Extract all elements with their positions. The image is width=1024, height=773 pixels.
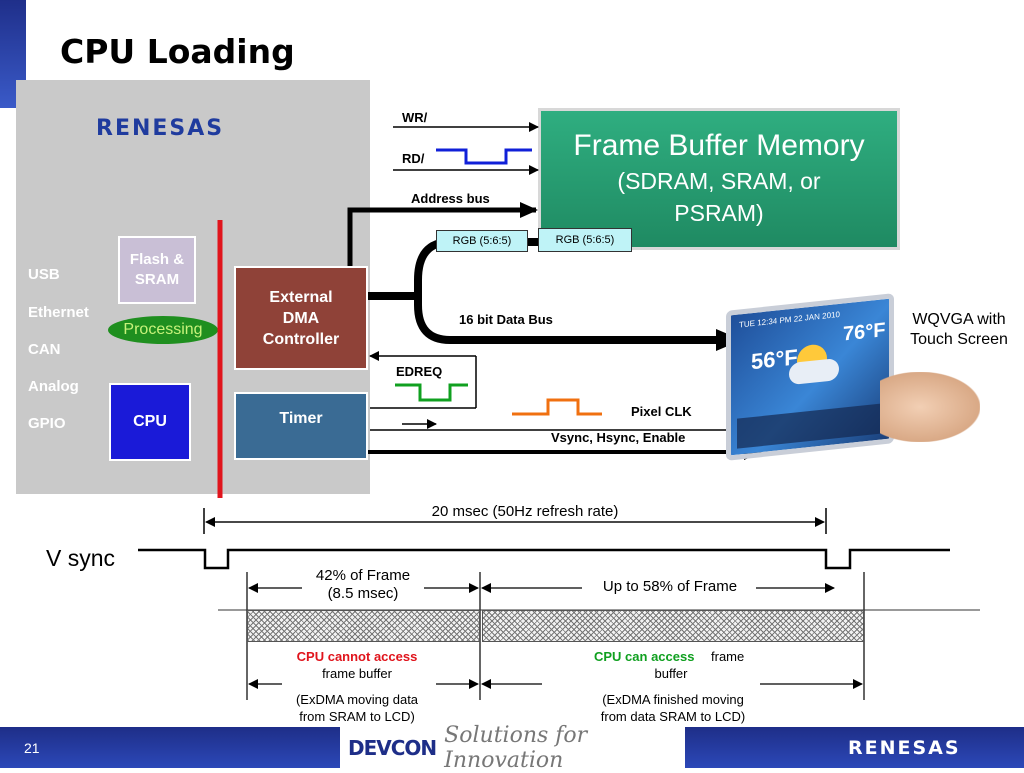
frame-buffer-title: Frame Buffer Memory <box>573 129 865 162</box>
peripheral-analog: Analog <box>28 378 79 395</box>
finger-hand-image <box>880 372 980 442</box>
external-dma-controller-block: External DMA Controller <box>234 266 368 370</box>
cpu-can-access-label: CPU can access <box>594 649 695 664</box>
busy-hatched-bar <box>247 610 480 642</box>
pixel-clk-label: Pixel CLK <box>631 404 692 419</box>
rgb-box-memory-side: RGB (5:6:5) <box>538 228 632 252</box>
peripheral-gpio: GPIO <box>28 415 66 432</box>
display-label: WQVGA with Touch Screen <box>910 311 1008 348</box>
rd-label: RD/ <box>402 151 425 166</box>
timer-block: Timer <box>234 392 368 460</box>
vsync-hsync-enable-label: Vsync, Hsync, Enable <box>551 430 686 445</box>
rgb-box-dma-side: RGB (5:6:5) <box>436 230 528 252</box>
renesas-logo: RENESAS <box>96 116 225 141</box>
wr-label: WR/ <box>402 110 428 125</box>
display-temp-right: 76°F <box>843 319 886 346</box>
cpu-cannot-access-label: CPU cannot access <box>296 649 418 664</box>
busy-note: (ExDMA moving data from SRAM to LCD) <box>295 692 419 724</box>
can-access-rest-1: frame <box>711 649 745 664</box>
period-label: 20 msec (50Hz refresh rate) <box>431 503 619 520</box>
footer-renesas-logo: RENESAS <box>848 737 961 759</box>
devcon-logo: DEVCON <box>348 735 437 760</box>
peripheral-can: CAN <box>28 341 61 358</box>
can-access-rest-2: buffer <box>654 666 688 681</box>
data-bus-label: 16 bit Data Bus <box>459 312 553 327</box>
free-note: (ExDMA finished moving from data SRAM to… <box>600 692 746 724</box>
lcd-display-image: TUE 12:34 PM 22 JAN 2010 56°F 76°F <box>726 293 894 461</box>
footer-brand-area: DEVCON Solutions for Innovation <box>340 723 685 773</box>
free-hatched-bar <box>482 610 864 642</box>
flash-sram-block: Flash & SRAM <box>118 236 196 304</box>
address-bus-label: Address bus <box>411 191 490 206</box>
address-bus-line <box>347 202 538 266</box>
edreq-label: EDREQ <box>396 364 443 379</box>
cloud-icon <box>789 357 839 386</box>
rd-waveform <box>436 148 532 165</box>
frame-buffer-memory-block: Frame Buffer Memory (SDRAM, SRAM, or PSR… <box>538 108 900 250</box>
processing-ellipse: Processing <box>108 316 218 344</box>
footer-tagline: Solutions for Innovation <box>444 722 588 773</box>
frame-buffer-subtitle: (SDRAM, SRAM, or PSRAM) <box>617 168 821 226</box>
peripheral-ethernet: Ethernet <box>28 304 89 321</box>
busy-fraction-label: 42% of Frame (8.5 msec) <box>315 567 411 602</box>
forecast-strip <box>737 403 883 449</box>
cannot-access-rest-label: frame buffer <box>322 666 392 681</box>
vsync-waveform <box>138 548 950 570</box>
cpu-block: CPU <box>109 383 191 461</box>
peripheral-usb: USB <box>28 266 60 283</box>
page-number: 21 <box>24 740 40 756</box>
edreq-waveform <box>395 383 468 402</box>
pixel-clk-waveform <box>512 398 602 416</box>
free-fraction-label: Up to 58% of Frame <box>602 578 738 595</box>
slide-title: CPU Loading <box>60 32 295 71</box>
vsync-label: V sync <box>46 545 116 571</box>
